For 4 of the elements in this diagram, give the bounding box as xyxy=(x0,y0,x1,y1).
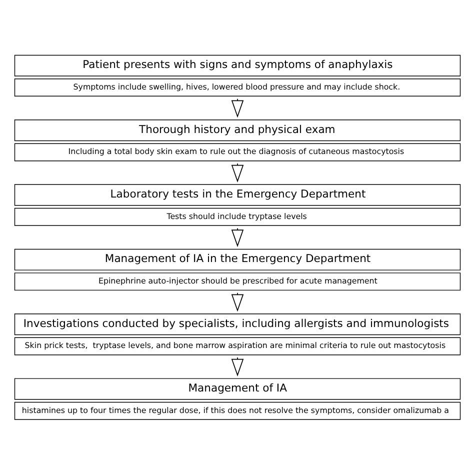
arrow xyxy=(230,228,244,248)
arrow xyxy=(230,163,244,182)
arrow xyxy=(230,292,244,312)
arrow xyxy=(230,357,244,376)
